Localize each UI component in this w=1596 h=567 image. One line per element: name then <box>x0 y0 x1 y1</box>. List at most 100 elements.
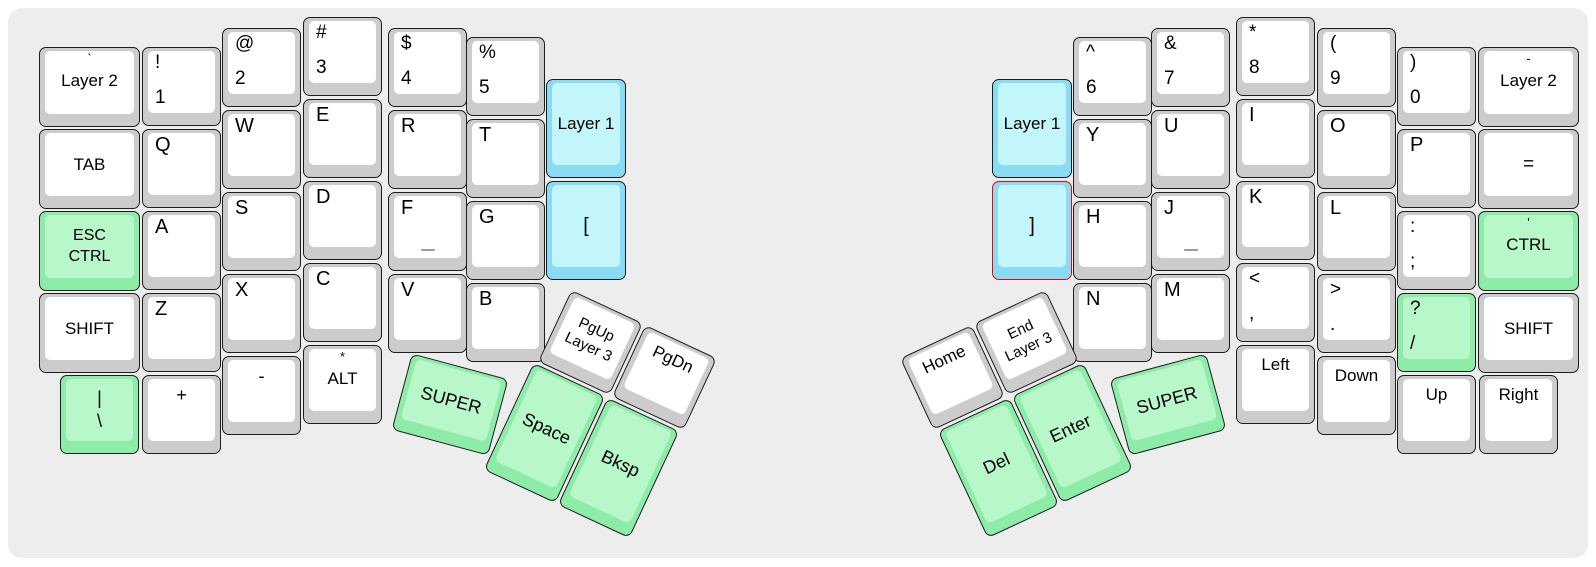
key-4[interactable]: $4 <box>388 28 467 107</box>
key-minus[interactable]: - <box>222 356 301 435</box>
key-right-bracket[interactable]: ] <box>992 181 1072 280</box>
key-label: ESC <box>73 226 106 244</box>
key-left-bracket[interactable]: [ <box>546 181 626 280</box>
key-plus[interactable]: + <box>142 375 221 454</box>
keycap-labels: >. <box>1323 278 1390 340</box>
key-9[interactable]: (9 <box>1317 28 1396 107</box>
key-label: C <box>316 268 331 290</box>
key-k[interactable]: K <box>1236 181 1315 260</box>
key-e[interactable]: E <box>303 99 382 178</box>
keycap-surface: Layer 1 <box>998 83 1066 165</box>
key-6[interactable]: ^6 <box>1073 37 1152 116</box>
key-o[interactable]: O <box>1317 110 1396 189</box>
keycap-surface: T <box>472 123 539 185</box>
keycap-labels: |\ <box>66 379 133 441</box>
key-c[interactable]: C <box>303 263 382 342</box>
key-f[interactable]: F <box>388 192 467 271</box>
keycap-labels: *8 <box>1242 21 1309 83</box>
keycap-labels: *ALT <box>309 349 376 411</box>
key-label: A <box>155 216 169 238</box>
keycap-labels: L <box>1323 196 1390 258</box>
key-b[interactable]: B <box>466 283 545 362</box>
key-label: Down <box>1334 366 1379 385</box>
key-z[interactable]: Z <box>142 293 221 372</box>
key-layer1-right[interactable]: Layer 1 <box>992 79 1072 178</box>
key-comma[interactable]: <, <box>1236 263 1315 342</box>
key-n[interactable]: N <box>1073 283 1152 362</box>
key-right-shift[interactable]: SHIFT <box>1478 293 1579 373</box>
key-q[interactable]: Q <box>142 129 221 208</box>
keycap-surface: L <box>1323 196 1390 258</box>
key-equals[interactable]: = <box>1478 129 1579 209</box>
keycap-labels: (9 <box>1323 32 1390 94</box>
key-j[interactable]: J <box>1151 192 1230 271</box>
key-label: # <box>316 22 327 43</box>
key-label: Right <box>1498 385 1539 404</box>
key-semicolon[interactable]: :; <box>1397 211 1476 290</box>
key-p[interactable]: P <box>1397 129 1476 208</box>
key-asterisk-alt[interactable]: *ALT <box>303 345 382 424</box>
key-layer1-left[interactable]: Layer 1 <box>546 79 626 178</box>
key-u[interactable]: U <box>1151 110 1230 189</box>
key-pipe-backslash[interactable]: |\ <box>60 375 139 454</box>
keycap-surface: + <box>148 379 215 441</box>
key-h[interactable]: H <box>1073 201 1152 280</box>
key-m[interactable]: M <box>1151 274 1230 353</box>
key-r[interactable]: R <box>388 110 467 189</box>
keycap-labels: J <box>1157 196 1224 258</box>
keycap-surface: SHIFT <box>1484 297 1573 360</box>
key-quote-ctrl[interactable]: 'CTRL <box>1478 211 1579 291</box>
key-label: Y <box>1086 124 1100 146</box>
key-arrow-left[interactable]: Left <box>1236 345 1315 424</box>
keycap-surface: 'CTRL <box>1484 215 1573 278</box>
key-1[interactable]: !1 <box>142 47 221 126</box>
keycap-labels: A <box>148 215 215 277</box>
key-v[interactable]: V <box>388 274 467 353</box>
key-s[interactable]: S <box>222 192 301 271</box>
key-i[interactable]: I <box>1236 99 1315 178</box>
key-label: ; <box>1410 251 1416 272</box>
key-slash[interactable]: ?/ <box>1397 293 1476 372</box>
keycap-surface: Right <box>1485 379 1552 441</box>
key-t[interactable]: T <box>466 119 545 198</box>
key-dash-layer2[interactable]: -Layer 2 <box>1478 47 1579 127</box>
key-d[interactable]: D <box>303 181 382 260</box>
keycap-labels: S <box>228 196 295 258</box>
keycap-labels: G <box>472 205 539 267</box>
key-label: ) <box>1410 52 1417 73</box>
key-arrow-right[interactable]: Right <box>1479 375 1558 454</box>
key-l[interactable]: L <box>1317 192 1396 271</box>
key-grave-layer2[interactable]: `Layer 2 <box>39 47 140 127</box>
keycap-surface: *ALT <box>309 349 376 411</box>
key-label: R <box>401 115 416 137</box>
keycap-labels: @2 <box>228 32 295 94</box>
key-period[interactable]: >. <box>1317 274 1396 353</box>
key-left-shift[interactable]: SHIFT <box>39 293 140 373</box>
key-7[interactable]: &7 <box>1151 28 1230 107</box>
key-arrow-down[interactable]: Down <box>1317 356 1396 435</box>
key-2[interactable]: @2 <box>222 28 301 107</box>
key-label: TAB <box>73 154 106 174</box>
key-arrow-up[interactable]: Up <box>1397 375 1476 454</box>
key-label: ] <box>1029 214 1035 237</box>
key-3[interactable]: #3 <box>303 17 382 96</box>
keycap-labels: `Layer 2 <box>45 51 134 114</box>
key-5[interactable]: %5 <box>466 37 545 116</box>
keycap-labels: &7 <box>1157 32 1224 94</box>
key-label: E <box>316 104 330 126</box>
key-0[interactable]: )0 <box>1397 47 1476 126</box>
keycap-labels: Q <box>148 133 215 195</box>
key-tab[interactable]: TAB <box>39 129 140 209</box>
key-label: X <box>235 279 249 301</box>
key-y[interactable]: Y <box>1073 119 1152 198</box>
key-label: SHIFT <box>64 318 115 338</box>
key-a[interactable]: A <box>142 211 221 290</box>
key-x[interactable]: X <box>222 274 301 353</box>
key-label: , <box>1249 303 1255 324</box>
keycap-surface: V <box>394 278 461 340</box>
key-w[interactable]: W <box>222 110 301 189</box>
key-g[interactable]: G <box>466 201 545 280</box>
key-8[interactable]: *8 <box>1236 17 1315 96</box>
